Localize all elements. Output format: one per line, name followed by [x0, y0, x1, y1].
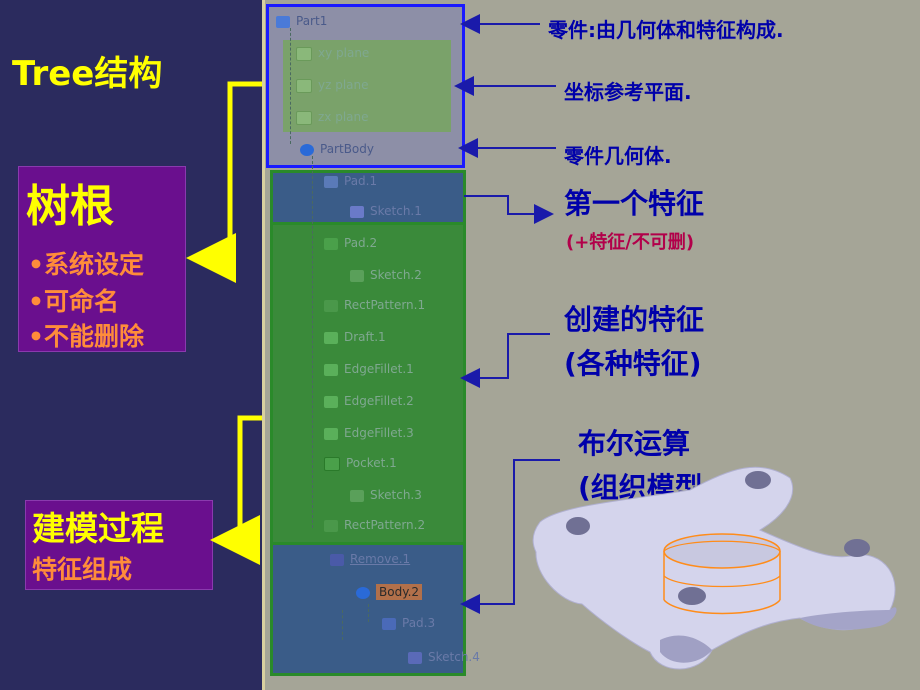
- process-box-subtitle: 特征组成: [32, 555, 133, 584]
- anno-created-features: 创建的特征: [564, 303, 705, 336]
- blue-arrows: [454, 14, 560, 614]
- process-box: [25, 500, 213, 590]
- tree-node-draft1[interactable]: Draft.1: [324, 330, 386, 344]
- tree-node-body2[interactable]: Body.2: [356, 584, 423, 600]
- draft-icon: [324, 331, 338, 344]
- anno-first-feature: 第一个特征: [564, 187, 705, 220]
- pad-icon: [324, 175, 338, 188]
- remove-icon: [330, 553, 344, 566]
- pattern-icon: [324, 299, 338, 312]
- plane-icon: [296, 78, 312, 93]
- tree-node-rectpattern1[interactable]: RectPattern.1: [324, 298, 425, 312]
- tree-node-part1[interactable]: Part1: [276, 14, 327, 28]
- fillet-icon: [324, 427, 338, 440]
- tree-node-sketch4[interactable]: Sketch.4: [408, 650, 480, 664]
- root-item-2: •可命名: [28, 287, 119, 316]
- pad-icon: [324, 237, 338, 250]
- anno-first-feature-note: (+特征/不可删): [566, 232, 695, 253]
- fillet-icon: [324, 395, 338, 408]
- features-region: [270, 222, 466, 546]
- body-gear-icon: [356, 586, 370, 599]
- tree-node-pad3[interactable]: Pad.3: [382, 616, 435, 630]
- slide-title: Tree结构: [12, 54, 163, 94]
- panel-divider: [262, 0, 265, 690]
- part-3d-model: [532, 466, 897, 670]
- tree-node-remove1[interactable]: Remove.1: [330, 552, 410, 566]
- tree-node-edgefillet1[interactable]: EdgeFillet.1: [324, 362, 414, 376]
- anno-boolean-1: 布尔运算: [578, 427, 691, 460]
- sketch-icon: [350, 489, 364, 502]
- anno-part: 零件:由几何体和特征构成.: [548, 18, 784, 42]
- sketch-icon: [350, 269, 364, 282]
- anno-created-features-note: (各种特征): [564, 347, 702, 380]
- pocket-icon: [324, 456, 340, 471]
- plane-icon: [296, 110, 312, 125]
- pattern-icon: [324, 519, 338, 532]
- anno-planes: 坐标参考平面.: [564, 80, 692, 104]
- tree-node-sketch3[interactable]: Sketch.3: [350, 488, 422, 502]
- tree-node-edgefillet3[interactable]: EdgeFillet.3: [324, 426, 414, 440]
- tree-node-pad2[interactable]: Pad.2: [324, 236, 377, 250]
- root-box-title: 树根: [26, 181, 114, 232]
- tree-node-pocket1[interactable]: Pocket.1: [324, 456, 397, 471]
- part-icon: [276, 15, 290, 28]
- root-item-3: •不能删除: [28, 322, 144, 351]
- tree-node-rectpattern2[interactable]: RectPattern.2: [324, 518, 425, 532]
- tree-node-pad1[interactable]: Pad.1: [324, 174, 377, 188]
- tree-node-edgefillet2[interactable]: EdgeFillet.2: [324, 394, 414, 408]
- tree-node-xy-plane[interactable]: xy plane: [296, 46, 369, 61]
- anno-body: 零件几何体.: [564, 144, 672, 168]
- tree-node-zx-plane[interactable]: zx plane: [296, 110, 369, 125]
- body-gear-icon: [300, 143, 314, 156]
- pad-icon: [382, 617, 396, 630]
- sketch-icon: [408, 651, 422, 664]
- root-item-1: •系统设定: [28, 250, 144, 279]
- first-feature-region: [270, 170, 466, 226]
- root-box: [18, 166, 186, 352]
- fillet-icon: [324, 363, 338, 376]
- tree-node-sketch2[interactable]: Sketch.2: [350, 268, 422, 282]
- plane-icon: [296, 46, 312, 61]
- tree-node-yz-plane[interactable]: yz plane: [296, 78, 369, 93]
- process-box-title: 建模过程: [32, 509, 164, 548]
- tree-node-sketch1[interactable]: Sketch.1: [350, 204, 422, 218]
- sketch-icon: [350, 205, 364, 218]
- tree-node-partbody[interactable]: PartBody: [300, 142, 374, 156]
- yellow-arrows: [186, 81, 262, 565]
